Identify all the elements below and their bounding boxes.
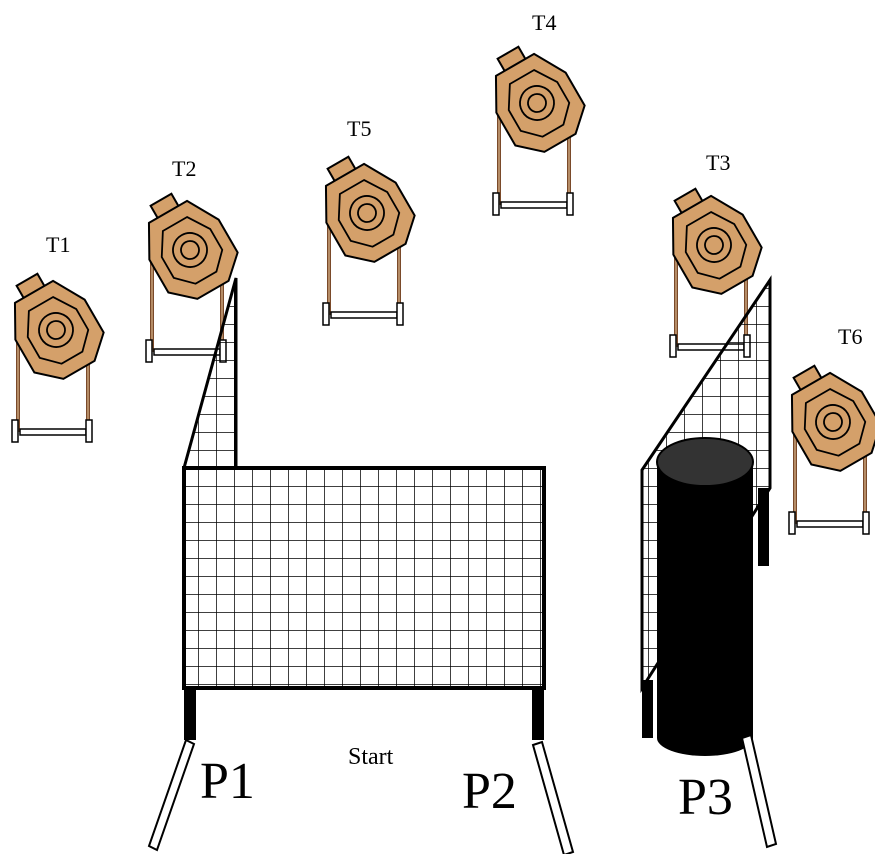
fault-line-p2	[531, 740, 575, 854]
target-t6	[767, 349, 875, 536]
left-netting-wing	[182, 277, 238, 470]
label-p1: P1	[200, 753, 255, 810]
label-t5: T5	[347, 116, 371, 141]
fault-line-p3	[740, 733, 778, 849]
target-t4	[471, 30, 597, 217]
label-p3: P3	[678, 769, 733, 826]
target-t5	[301, 140, 427, 327]
label-t3: T3	[706, 150, 730, 175]
label-t4: T4	[532, 10, 556, 35]
label-t6: T6	[838, 324, 862, 349]
start-label: Start	[348, 744, 394, 770]
fault-line-p1	[147, 738, 196, 852]
barrel	[656, 437, 754, 756]
label-p2: P2	[462, 763, 517, 820]
main-netting-panel	[182, 466, 546, 740]
label-t1: T1	[46, 232, 70, 257]
label-t2: T2	[172, 156, 196, 181]
target-t1	[0, 257, 116, 444]
